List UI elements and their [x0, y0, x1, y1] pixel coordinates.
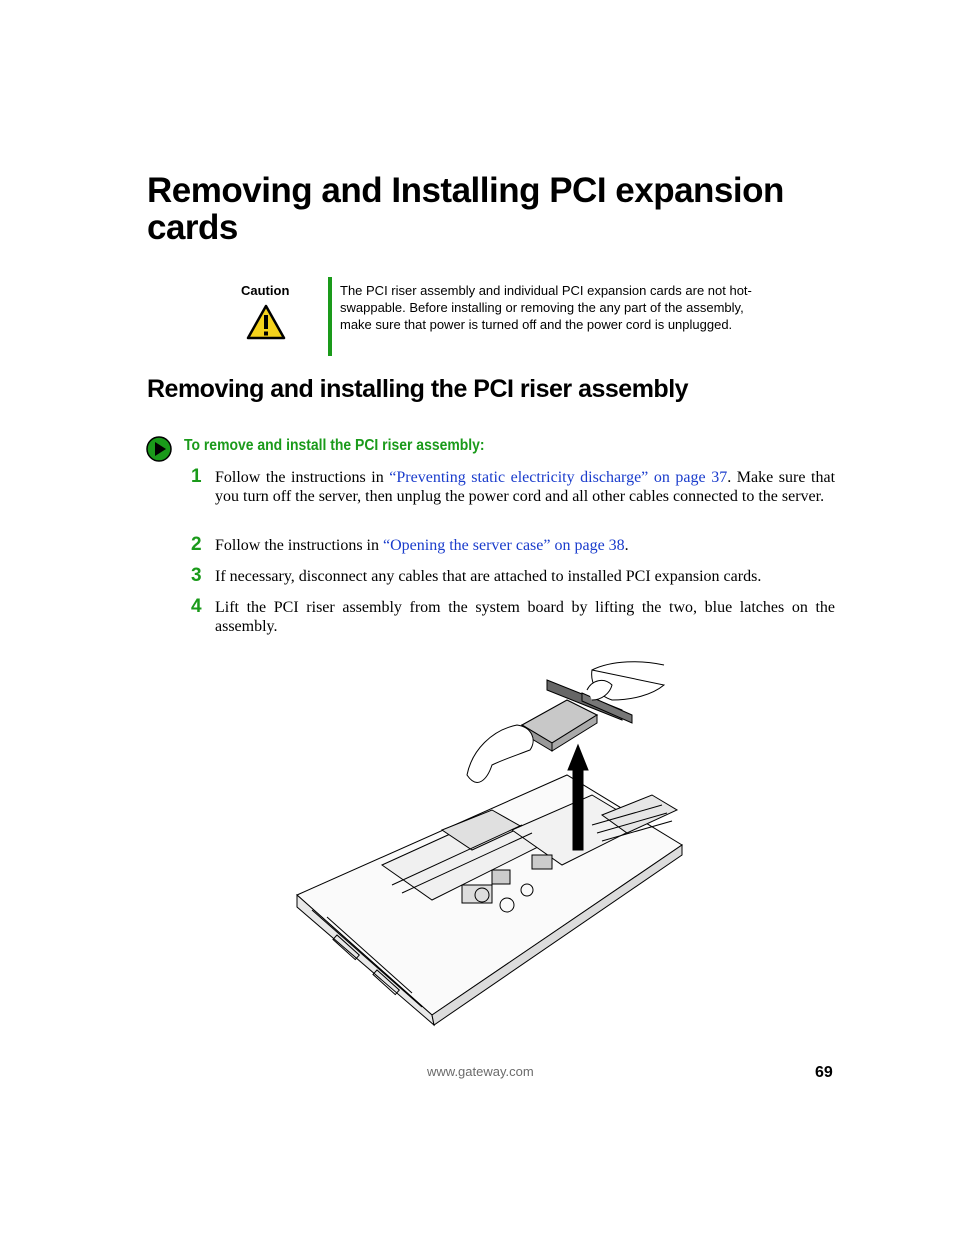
step-number: 4: [191, 596, 202, 617]
step-text-before: Follow the instructions in: [215, 469, 390, 486]
step-text: If necessary, disconnect any cables that…: [215, 568, 762, 585]
step-text: Lift the PCI riser assembly from the sys…: [215, 599, 835, 635]
step-number: 1: [191, 466, 202, 487]
step-number: 2: [191, 534, 202, 555]
step-text-after: .: [624, 537, 629, 554]
riser-removal-illustration: [296, 661, 683, 1027]
step-text-before: Follow the instructions in: [215, 537, 383, 554]
step-text: Follow the instructions in “Preventing s…: [215, 468, 835, 506]
cross-reference-link[interactable]: “Preventing static electricity discharge…: [389, 469, 728, 486]
procedure-arrow-icon: [146, 436, 172, 462]
caution-text: The PCI riser assembly and individual PC…: [340, 283, 752, 332]
caution-divider: [328, 277, 332, 356]
procedure-title: To remove and install the PCI riser asse…: [184, 437, 485, 454]
section-title: Removing and installing the PCI riser as…: [147, 375, 689, 403]
page-title: Removing and Installing PCI expansion ca…: [147, 171, 784, 247]
page-number: 69: [815, 1064, 833, 1081]
step-text-after: . Make sure that you turn off the server…: [215, 469, 836, 505]
step-number: 3: [191, 565, 202, 586]
footer-url: www.gateway.com: [427, 1064, 534, 1079]
cross-reference-link[interactable]: “Opening the server case” on page 38: [383, 537, 625, 554]
step-text: Follow the instructions in “Opening the …: [215, 536, 835, 555]
caution-triangle-icon: [246, 304, 286, 340]
caution-label: Caution: [241, 283, 290, 298]
